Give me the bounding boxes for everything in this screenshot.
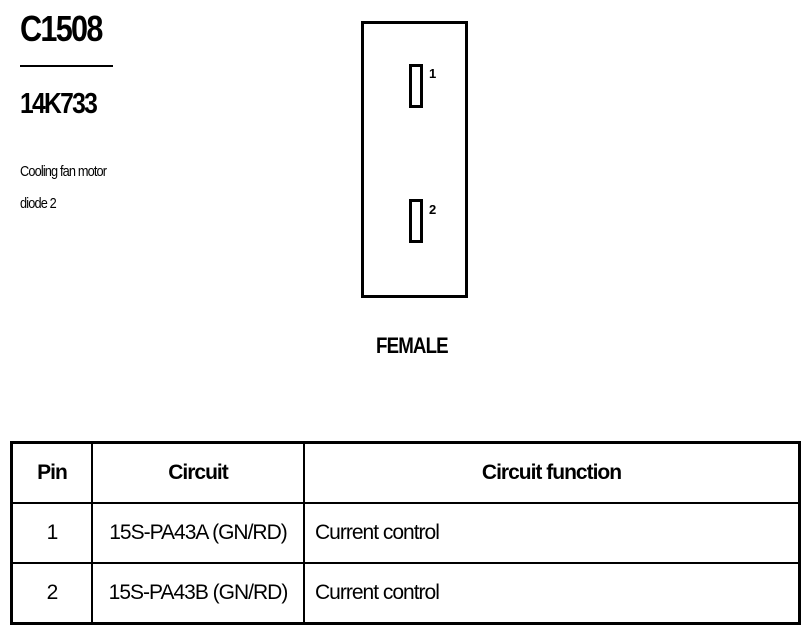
table-row: 2 15S-PA43B (GN/RD) Current control [10, 562, 801, 625]
title-divider [20, 65, 113, 67]
pin-2-cavity [409, 199, 423, 243]
pinout-table: Pin Circuit Circuit function 1 15S-PA43A… [10, 441, 801, 625]
table-row: 1 15S-PA43A (GN/RD) Current control [10, 502, 801, 564]
description-line-1: Cooling fan motor [20, 163, 107, 180]
connector-id: C1508 [20, 8, 103, 49]
connector-gender-label: FEMALE [376, 333, 449, 358]
cell-pin: 1 [10, 502, 93, 564]
header-pin: Pin [10, 441, 93, 504]
cell-function: Current control [303, 502, 801, 564]
cell-circuit: 15S-PA43A (GN/RD) [91, 502, 305, 564]
pin-1-cavity [409, 64, 423, 108]
cell-function: Current control [303, 562, 801, 625]
cell-circuit: 15S-PA43B (GN/RD) [91, 562, 305, 625]
header-circuit-function: Circuit function [303, 441, 801, 504]
part-number: 14K733 [20, 88, 98, 120]
connector-face-diagram [361, 21, 468, 298]
pin-2-label: 2 [429, 202, 437, 217]
header-circuit: Circuit [91, 441, 305, 504]
cell-pin: 2 [10, 562, 93, 625]
table-header-row: Pin Circuit Circuit function [10, 441, 801, 504]
pin-1-label: 1 [429, 66, 437, 81]
description-line-2: diode 2 [20, 195, 57, 212]
